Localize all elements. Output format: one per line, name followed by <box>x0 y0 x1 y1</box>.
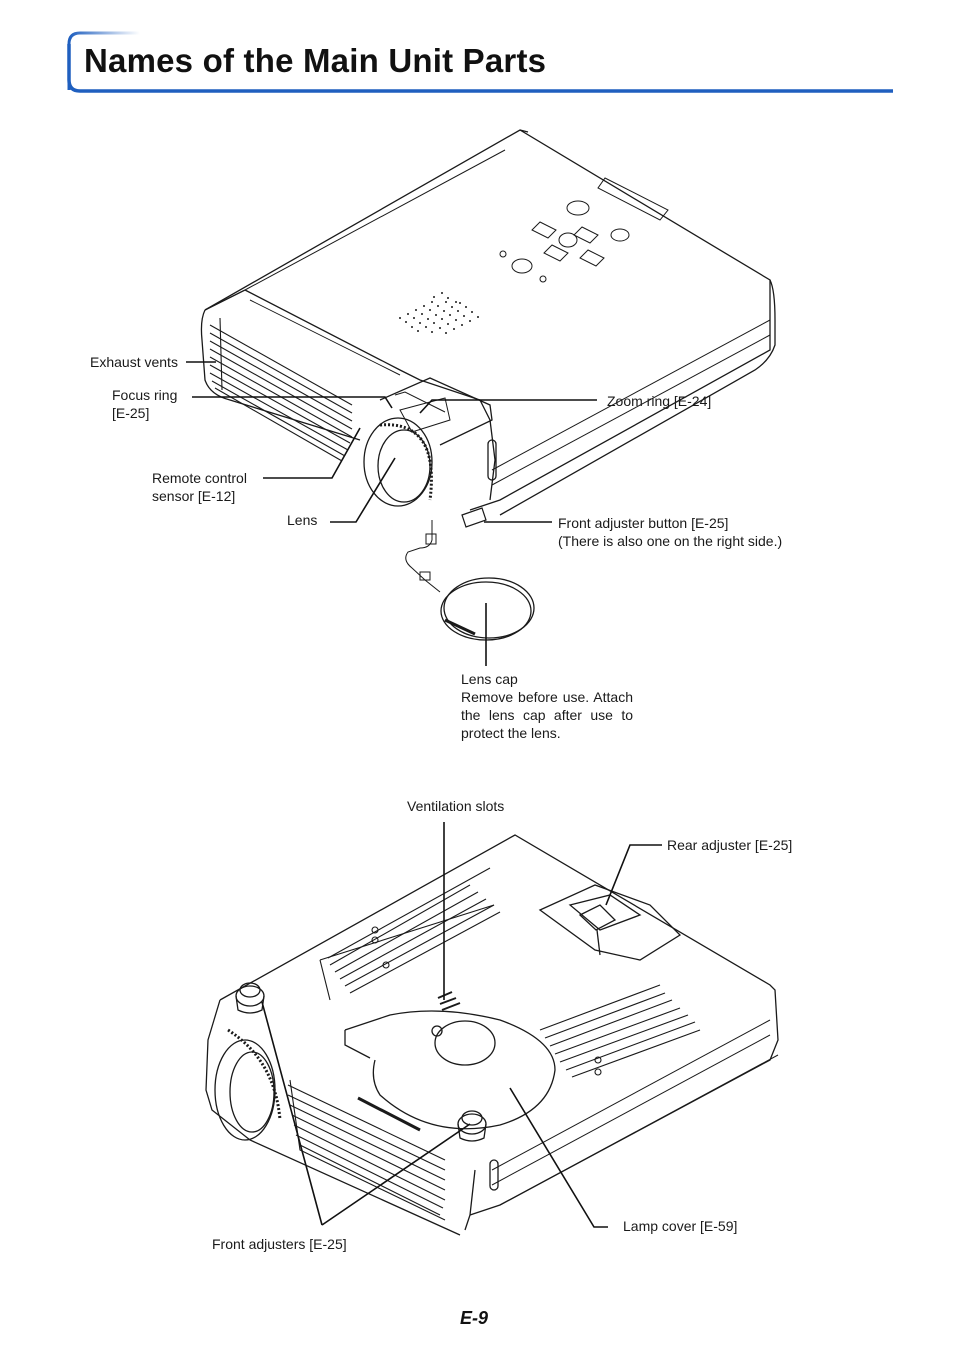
control-panel-graphic <box>499 177 669 283</box>
title-border <box>67 31 893 93</box>
label-front-adjuster-button-line-2: (There is also one on the right side.) <box>558 533 783 549</box>
label-lens-cap-line-4: protect the lens. <box>461 725 561 741</box>
bottom-figure-leader-lines <box>261 822 662 1228</box>
label-zoom-ring-text: Zoom ring [E-24] <box>607 393 712 409</box>
label-focus-ring-line-1: Focus ring <box>112 387 178 403</box>
ventilation-slots-right-graphic <box>539 984 701 1078</box>
label-lens-cap-line-3: the lens cap after use to <box>461 707 633 723</box>
label-lamp-cover-text: Lamp cover [E-59] <box>623 1218 738 1234</box>
label-rear-adjuster-text: Rear adjuster [E-25] <box>667 837 793 853</box>
speaker-grille-graphic <box>399 292 479 334</box>
label-focus-ring-line-2: [E-25] <box>112 405 150 421</box>
label-remote-sensor-line-1: Remote control <box>152 470 247 486</box>
label-zoom-ring: Zoom ring [E-24] <box>607 392 711 410</box>
title-frame <box>65 30 893 94</box>
front-vent-graphic <box>287 1079 446 1221</box>
label-lens-text: Lens <box>287 512 318 528</box>
label-focus-ring: Focus ring [E-25] <box>112 386 177 422</box>
label-remote-sensor-line-2: sensor [E-12] <box>152 488 236 504</box>
label-rear-adjuster: Rear adjuster [E-25] <box>667 836 792 854</box>
label-remote-sensor: Remote control sensor [E-12] <box>152 469 247 505</box>
label-lens: Lens <box>287 511 317 529</box>
label-exhaust-vents-text: Exhaust vents <box>90 354 178 370</box>
label-ventilation-slots: Ventilation slots <box>407 797 504 815</box>
label-lamp-cover: Lamp cover [E-59] <box>623 1217 737 1235</box>
projector-top-view <box>200 129 776 641</box>
page-title: Names of the Main Unit Parts <box>84 42 547 79</box>
label-front-adjusters: Front adjusters [E-25] <box>212 1235 347 1253</box>
label-front-adjuster-button: Front adjuster button [E-25] (There is a… <box>558 514 782 550</box>
lamp-cover-graphic <box>344 1010 556 1130</box>
label-front-adjuster-button-line-1: Front adjuster button [E-25] <box>558 515 729 531</box>
top-figure-leader-lines <box>186 361 597 666</box>
label-lens-cap-title: Lens cap <box>461 671 518 687</box>
label-exhaust-vents: Exhaust vents <box>90 353 178 371</box>
front-adjuster-knobs-graphic <box>235 982 487 1142</box>
exhaust-vents-graphic <box>209 317 353 462</box>
lens-cap-graphic <box>440 577 535 641</box>
label-front-adjusters-text: Front adjusters [E-25] <box>212 1236 347 1252</box>
projector-bottom-view <box>205 834 779 1236</box>
page-number: E-9 <box>460 1308 489 1328</box>
ventilation-slots-graphic <box>319 867 501 1001</box>
label-lens-cap: Lens cap Remove before use. Attach the l… <box>461 670 633 742</box>
label-lens-cap-line-2: Remove before use. Attach <box>461 689 633 705</box>
lens-graphic <box>363 417 433 507</box>
label-ventilation-slots-text: Ventilation slots <box>407 798 505 814</box>
